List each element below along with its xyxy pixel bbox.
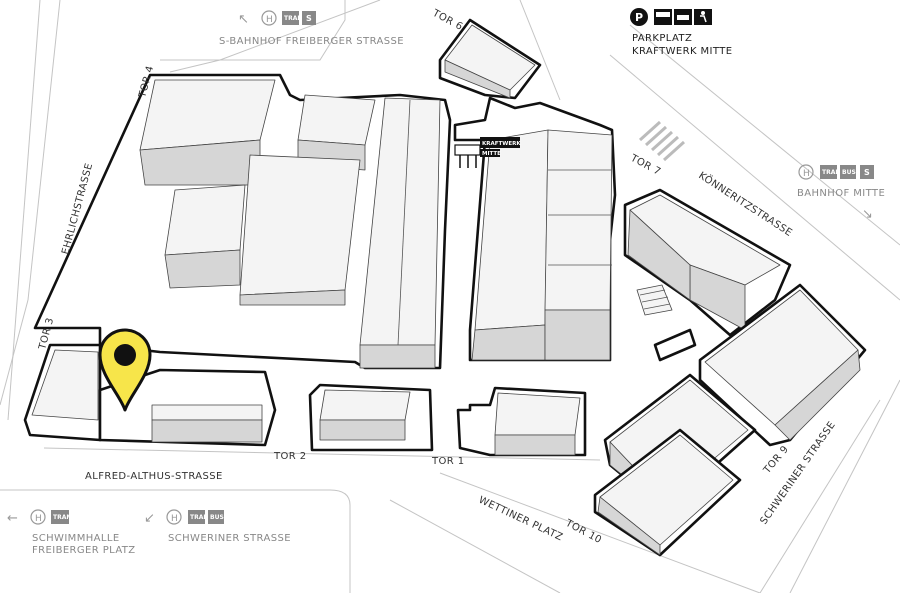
parking-icon — [630, 8, 648, 26]
arrow-left-icon: ← — [7, 511, 18, 526]
building-tor6 — [438, 18, 542, 100]
schweriner-label: SCHWERINER STRASSE — [168, 533, 291, 544]
s-badge — [860, 165, 874, 179]
svg-text:S: S — [306, 14, 312, 23]
kraftwerk-mitte-sign: KRAFTWERK MITTE — [454, 137, 521, 168]
transit-schweriner[interactable]: ↙ H TRAM BUS SCHWERINER STRASSE — [144, 509, 291, 544]
bahnhof-mitte-label: BAHNHOF MITTE — [797, 188, 885, 199]
transit-s-bahnhof[interactable]: ↖ H TRAM S S-BAHNHOF FREIBERGER STRASSE — [219, 10, 404, 47]
svg-text:H: H — [266, 15, 273, 25]
parking-label-2: KRAFTWERK MITTE — [632, 46, 732, 57]
stop-circle-icon — [30, 509, 46, 525]
small-structures — [636, 284, 697, 362]
s-bahnhof-label: S-BAHNHOF FREIBERGER STRASSE — [219, 36, 404, 47]
car-icon — [674, 9, 692, 25]
gate-tor7: TOR 7 — [628, 152, 663, 177]
building-tor3 — [23, 343, 102, 442]
bus-icon — [654, 9, 672, 25]
sign-line1: KRAFTWERK — [482, 141, 521, 147]
arrow-down-right-icon: ↘ — [862, 207, 873, 222]
svg-text:BUS: BUS — [842, 169, 856, 176]
svg-text:H: H — [803, 169, 810, 179]
building-alfred-althus — [98, 368, 277, 447]
parking-kraftwerk-mitte[interactable]: P PARKPLATZ KRAFTWERK MITTE — [630, 8, 732, 57]
building-schweriner-b — [593, 428, 742, 557]
building-koenneritz — [623, 188, 792, 337]
svg-text:P: P — [635, 11, 643, 24]
gate-tor2: TOR 2 — [273, 451, 306, 462]
tram-badge — [188, 510, 205, 524]
main-building-complex — [33, 73, 452, 370]
svg-text:TRAM: TRAM — [190, 514, 209, 521]
building-center-bottom — [308, 383, 434, 452]
svg-text:TRAM: TRAM — [284, 15, 303, 22]
building-tor1 — [456, 386, 587, 457]
svg-text:TRAM: TRAM — [822, 169, 841, 176]
kraftwerk-hall-complex — [453, 96, 617, 362]
schwimmhalle-label-1: SCHWIMMHALLE — [32, 533, 120, 544]
svg-text:TRAM: TRAM — [53, 514, 72, 521]
arrow-down-left-icon: ↙ — [144, 511, 155, 526]
gate-tor1: TOR 1 — [431, 456, 464, 467]
building-tor9 — [698, 283, 867, 447]
transit-schwimmhalle[interactable]: ← H TRAM SCHWIMMHALLE FREIBERGER PLATZ — [7, 509, 136, 556]
bus-badge — [208, 510, 224, 524]
sign-line2: MITTE — [482, 151, 501, 157]
parking-label-1: PARKPLATZ — [632, 33, 692, 44]
transit-bahnhof-mitte[interactable]: H TRAM BUS S BAHNHOF MITTE ↘ — [797, 164, 885, 222]
arrow-up-left-icon: ↖ — [238, 12, 249, 27]
gate-tor9: TOR 9 — [761, 444, 791, 477]
stop-circle-icon — [261, 10, 277, 26]
svg-text:BUS: BUS — [210, 514, 224, 521]
bus-badge — [840, 165, 856, 179]
tram-badge — [51, 510, 69, 524]
location-pin-icon[interactable] — [98, 328, 152, 412]
street-alfred-althus: ALFRED-ALTHUS-STRASSE — [85, 471, 223, 482]
s-badge — [302, 11, 316, 25]
crosswalk — [638, 120, 686, 162]
svg-text:S: S — [864, 168, 870, 177]
schwimmhalle-label-2: FREIBERGER PLATZ — [32, 545, 136, 556]
gate-tor6: TOR 6 — [430, 7, 465, 32]
street-wettiner-platz: WETTINER PLATZ — [477, 495, 565, 544]
svg-text:H: H — [35, 514, 42, 524]
tram-badge — [820, 165, 837, 179]
stop-circle-icon — [798, 164, 814, 180]
camper-icon — [694, 9, 712, 25]
stop-circle-icon — [166, 509, 182, 525]
svg-text:H: H — [171, 514, 178, 524]
tram-badge — [282, 11, 299, 25]
